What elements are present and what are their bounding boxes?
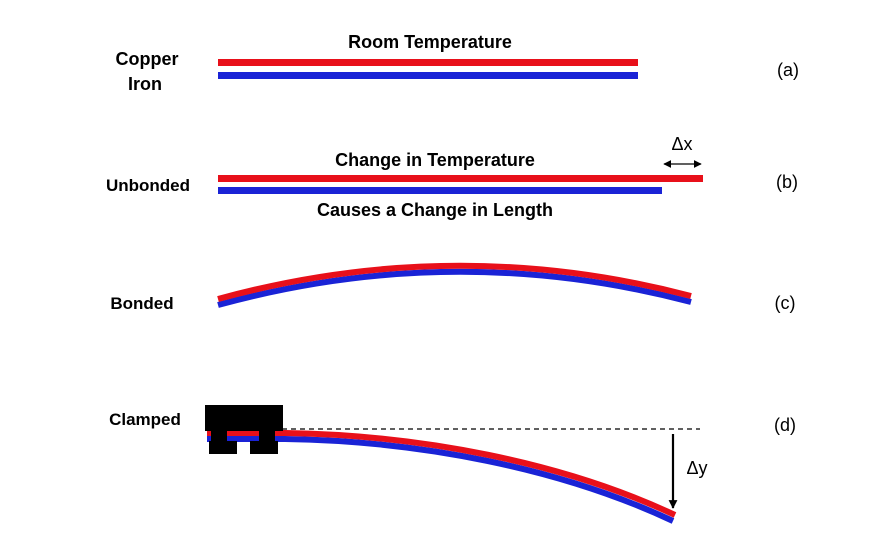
clamp-right-bolt xyxy=(259,429,275,441)
clamp-top-block xyxy=(205,405,283,431)
change-in-length-caption: Causes a Change in Length xyxy=(317,200,553,220)
delta-x-label: Δx xyxy=(671,134,692,154)
clamped-label: Clamped xyxy=(109,410,181,429)
change-in-temperature-caption: Change in Temperature xyxy=(335,150,535,170)
clamp-left-foot xyxy=(209,441,237,454)
panel-tag-c: (c) xyxy=(775,293,796,313)
panel-a: Room Temperature (a) xyxy=(218,32,799,80)
copper-strip-d xyxy=(207,430,677,518)
room-temperature-caption: Room Temperature xyxy=(348,32,512,52)
panel-b: Change in Temperature Unbonded Causes a … xyxy=(106,134,798,220)
copper-strip-c xyxy=(217,262,692,302)
bonded-label: Bonded xyxy=(110,294,173,313)
iron-strip-b xyxy=(218,187,662,194)
iron-strip-d xyxy=(207,436,675,524)
panel-tag-b: (b) xyxy=(776,172,798,192)
clamp-right-foot xyxy=(250,441,278,454)
delta-y-label: Δy xyxy=(686,458,707,478)
copper-strip-b xyxy=(218,175,703,182)
panel-tag-d: (d) xyxy=(774,415,796,435)
panel-tag-a: (a) xyxy=(777,60,799,80)
clamp-left-bolt xyxy=(211,429,227,441)
unbonded-label: Unbonded xyxy=(106,176,190,195)
iron-strip-a xyxy=(218,72,638,79)
iron-strip-c xyxy=(217,268,692,308)
copper-strip-a xyxy=(218,59,638,66)
panel-c: Bonded (c) xyxy=(110,262,796,313)
legend-copper-label: Copper xyxy=(116,49,179,69)
legend-iron-label: Iron xyxy=(128,74,162,94)
panel-d: Clamped Δy (d) xyxy=(109,405,796,524)
clamp xyxy=(205,405,283,454)
